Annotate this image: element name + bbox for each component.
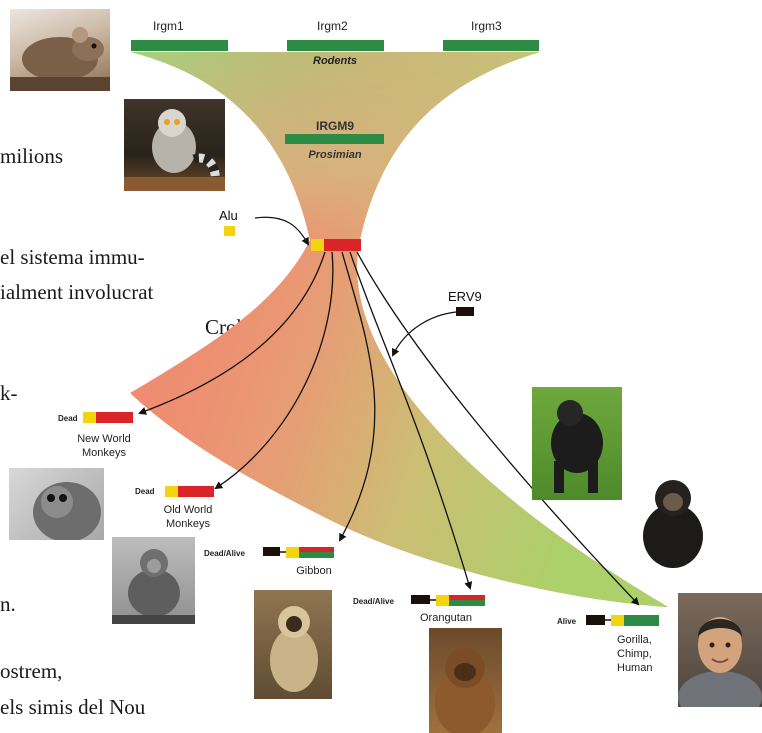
body-text-line: ostrem, (0, 659, 63, 683)
orangutan-label: Orangutan (420, 612, 472, 624)
irgm9-label: IRGM9 (316, 119, 354, 133)
irgm2-label: Irgm2 (317, 19, 348, 33)
body-text-line: el sistema immu- (0, 245, 145, 269)
alu-label: Alu (219, 208, 238, 223)
gibbon-alu-bar (286, 547, 299, 558)
chimp-photo (631, 470, 716, 574)
erv9-arrow (391, 311, 457, 357)
old-world-alu-bar (165, 486, 178, 497)
body-text-line: els simis del Nou (0, 695, 146, 719)
orangutan-green-bar (449, 600, 485, 606)
body-text-line: ialment involucrat (0, 280, 154, 304)
body-text-line: n. (0, 592, 16, 616)
irgm2-gene-bar (287, 40, 384, 51)
ghh-green-bar (624, 615, 659, 626)
body-text-line: k- (0, 381, 18, 405)
human-photo (678, 593, 762, 707)
alu-arrow (254, 216, 309, 246)
ghh-alu-bar (611, 615, 624, 626)
gibbon-red-bar (299, 547, 334, 552)
body-text-line: milions (0, 144, 64, 168)
old-world-status: Dead (135, 487, 155, 496)
gorilla-photo (532, 387, 622, 500)
lemur-photo (124, 99, 225, 191)
new-world-status: Dead (58, 414, 78, 423)
gibbon-photo (254, 590, 332, 699)
erv9-label: ERV9 (448, 289, 482, 304)
rodents-label: Rodents (313, 55, 357, 67)
irgm1-gene-bar (131, 40, 228, 51)
ghh-label-3: Human (617, 662, 652, 674)
macaque-photo (112, 537, 195, 624)
ghh-status: Alive (557, 617, 577, 626)
new-world-monkey-photo (9, 468, 104, 540)
orangutan-red-bar (449, 595, 485, 600)
new-world-alu-bar (83, 412, 96, 423)
new-world-dead-bar (96, 412, 133, 423)
erv9-legend-block (456, 307, 474, 316)
old-world-label-1: Old World (164, 504, 213, 516)
ghh-label-1: Gorilla, (617, 634, 652, 646)
evolution-funnel (130, 52, 668, 607)
gibbon-erv-bar (263, 547, 280, 556)
alu-insertion-bar (311, 239, 324, 251)
irgm9-gene-bar (285, 134, 384, 144)
rat-photo (10, 9, 110, 91)
gibbon-label: Gibbon (296, 565, 331, 577)
orangutan-erv-bar (411, 595, 430, 604)
new-world-label-2: Monkeys (82, 447, 127, 459)
irgm3-gene-bar (443, 40, 539, 51)
alu-legend-block (224, 226, 235, 236)
orangutan-status: Dead/Alive (353, 597, 394, 606)
ghh-erv-bar (586, 615, 605, 625)
old-world-label-2: Monkeys (166, 518, 211, 530)
dead-gene-bar (324, 239, 361, 251)
ghh-label-2: Chimp, (617, 648, 652, 660)
gibbon-green-bar (299, 552, 334, 558)
phylogeny-branches (138, 251, 640, 606)
new-world-label-1: New World (77, 433, 131, 445)
irgm3-label: Irgm3 (471, 19, 502, 33)
prosimian-label: Prosimian (308, 149, 361, 161)
orangutan-photo (429, 628, 502, 733)
orangutan-alu-bar (436, 595, 449, 606)
gibbon-status: Dead/Alive (204, 549, 245, 558)
irgm1-label: Irgm1 (153, 19, 184, 33)
old-world-dead-bar (178, 486, 214, 497)
